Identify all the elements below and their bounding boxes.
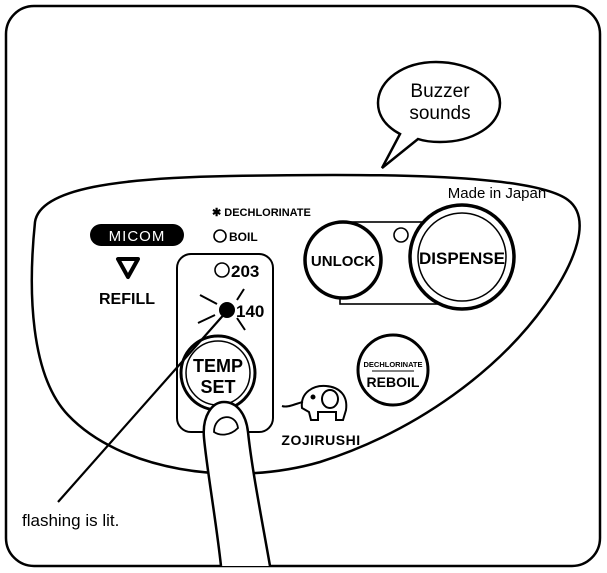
finger-icon (202, 400, 272, 567)
callout-bubble (376, 60, 502, 169)
flash-rays (197, 288, 246, 331)
callout-line1: Buzzer (410, 81, 470, 102)
temp-set-line2: SET (200, 377, 235, 397)
flash-ray-lower (197, 314, 216, 324)
dispense-lamp (393, 227, 409, 243)
elephant-trunk (281, 401, 304, 408)
flash-ray-upper (199, 294, 218, 305)
unlock-button[interactable]: UNLOCK (303, 220, 383, 300)
outer-frame (4, 4, 602, 568)
temp-set-button[interactable]: TEMP SET (179, 334, 257, 412)
reboil-ring (356, 333, 430, 407)
lamp-203 (214, 262, 230, 278)
made-in-japan-label: Made in Japan (448, 185, 546, 202)
refill-triangle-icon (116, 257, 140, 279)
brand-label: ZOJIRUSHI (281, 432, 360, 448)
elephant-logo-icon (281, 384, 348, 421)
micom-badge-bg (90, 224, 184, 246)
temp-set-line1: TEMP (193, 356, 243, 376)
callout-line2: sounds (409, 103, 470, 124)
flash-ray-right-upper (236, 288, 245, 301)
reboil-button[interactable]: DECHLORINATE REBOIL (356, 333, 430, 407)
caption-leader-line (57, 310, 228, 503)
temp-140-label: 140 (236, 302, 264, 321)
fingernail (213, 416, 239, 436)
elephant-ear (321, 389, 339, 409)
unlock-ring (303, 220, 383, 300)
reboil-label: REBOIL (367, 374, 420, 390)
refill-label: REFILL (99, 291, 155, 308)
flash-ray-right-lower (236, 317, 246, 331)
boil-label: BOIL (229, 230, 258, 244)
caption-text: flashing is lit. (22, 511, 119, 530)
unlock-label: UNLOCK (311, 253, 375, 270)
micom-badge: MICOM (90, 224, 184, 246)
dispense-button[interactable]: DISPENSE (408, 203, 516, 311)
boil-lamp (213, 229, 227, 243)
temp-203-label: 203 (231, 262, 259, 281)
dispense-label: DISPENSE (419, 249, 505, 268)
buzzer-callout: Buzzer sounds (376, 60, 502, 169)
micom-label: MICOM (109, 228, 166, 245)
dispense-inner (417, 212, 507, 302)
lamp-140-lit (219, 302, 235, 318)
dechlorinate-label: ✱ DECHLORINATE (212, 207, 311, 219)
reboil-small-label: DECHLORINATE (363, 360, 422, 369)
elephant-eye (310, 394, 316, 400)
